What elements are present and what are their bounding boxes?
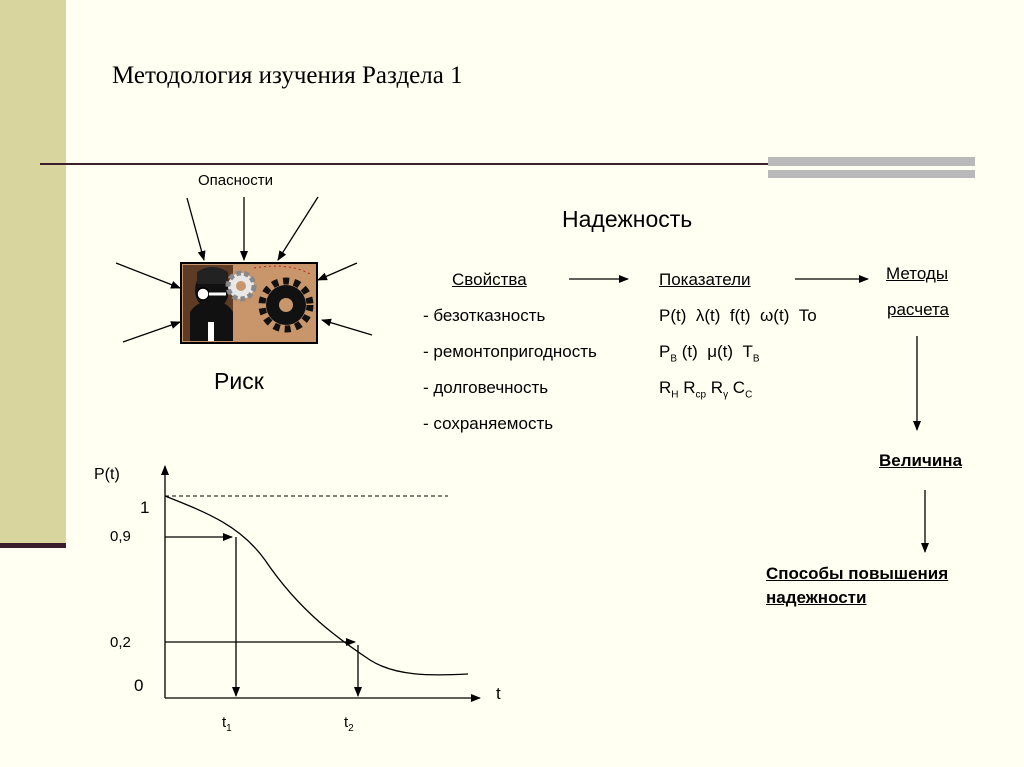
left-decorative-band	[0, 0, 66, 548]
indicators-row-3: RН Rср Rγ CС	[659, 378, 753, 401]
hazards-label: Опасности	[198, 172, 274, 189]
methods-line-2: расчета	[887, 300, 950, 319]
properties-heading: Свойства	[452, 270, 527, 289]
property-item: - долговечность	[423, 378, 549, 397]
hazard-arrow	[115, 262, 181, 289]
risk-image	[180, 262, 318, 344]
reliability-curve	[164, 495, 469, 676]
gray-accent-bar-lower	[768, 170, 975, 178]
graph-t2-label: t2	[344, 714, 354, 734]
graph-tick-02: 0,2	[110, 634, 131, 651]
property-item: - безотказность	[423, 306, 546, 325]
indicators-heading: Показатели	[659, 270, 751, 289]
reliability-heading: Надежность	[562, 206, 693, 232]
property-item: - ремонтопригодность	[423, 342, 597, 361]
property-item: - сохраняемость	[423, 414, 554, 433]
graph-tick-09: 0,9	[110, 528, 131, 545]
hazard-arrow	[321, 318, 373, 336]
hazard-arrow	[186, 197, 206, 261]
risk-label: Риск	[214, 368, 264, 394]
slide-title: Методология изучения Раздела 1	[112, 62, 463, 89]
left-band-divider	[0, 543, 66, 548]
graph-tick-0: 0	[134, 676, 144, 695]
indicators-row-1: P(t) λ(t) f(t) ω(t) To	[659, 306, 817, 325]
hazard-arrow	[122, 321, 181, 343]
improvement-line-2: надежности	[766, 588, 867, 607]
graph-x-label: t	[496, 684, 501, 703]
improvement-line-1: Способы повышения	[766, 564, 949, 583]
hazard-arrow	[317, 262, 358, 281]
indicators-row-2: PВ (t) μ(t) TВ	[659, 342, 760, 365]
graph-t1-label: t1	[222, 714, 232, 734]
graph-y-label: P(t)	[94, 466, 120, 483]
magnitude-label: Величина	[879, 451, 963, 470]
gray-accent-bar	[768, 157, 975, 166]
hazard-arrow	[277, 196, 319, 261]
title-rule	[40, 163, 775, 165]
graph-tick-1: 1	[140, 498, 150, 517]
methods-line-1: Методы	[886, 264, 949, 283]
